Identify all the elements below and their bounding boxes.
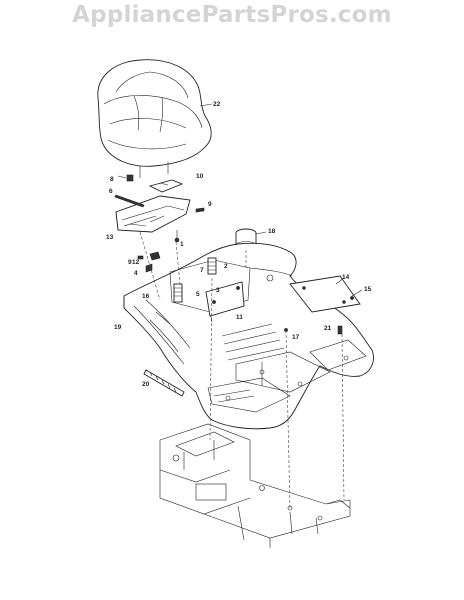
callout-20: 20 (142, 381, 150, 388)
seat-cushion (97, 59, 212, 178)
fender-body (123, 242, 374, 430)
callout-4: 4 (134, 270, 138, 277)
callout-11: 11 (236, 314, 243, 321)
callout-14: 14 (342, 274, 350, 281)
callout-22: 22 (213, 101, 221, 108)
seat-pan-bracket (115, 179, 191, 233)
callout-3: 3 (216, 287, 220, 294)
seat-springs (173, 257, 217, 303)
callout-12: 12 (132, 259, 140, 266)
callout-15: 15 (364, 286, 372, 293)
callout-5: 5 (196, 291, 200, 298)
callout-18: 18 (268, 228, 276, 235)
callout-6: 6 (109, 188, 113, 195)
callout-9-upper: 9 (208, 201, 212, 208)
callout-13: 13 (106, 234, 114, 241)
callout-16: 16 (142, 293, 150, 300)
callout-19: 19 (114, 324, 122, 331)
callout-21: 21 (324, 325, 332, 332)
callout-7: 7 (200, 267, 204, 274)
callout-8: 8 (110, 176, 114, 183)
side-panel (289, 275, 361, 313)
callout-2: 2 (224, 263, 228, 270)
callout-17: 17 (292, 334, 300, 341)
callout-1: 1 (180, 241, 184, 248)
watermark: AppliancePartsPros.com (72, 2, 392, 28)
chassis-frame (159, 423, 351, 548)
callout-9-lower: 9 (128, 259, 132, 266)
callout-10: 10 (196, 173, 204, 180)
seat-adjust-rail (143, 369, 185, 397)
